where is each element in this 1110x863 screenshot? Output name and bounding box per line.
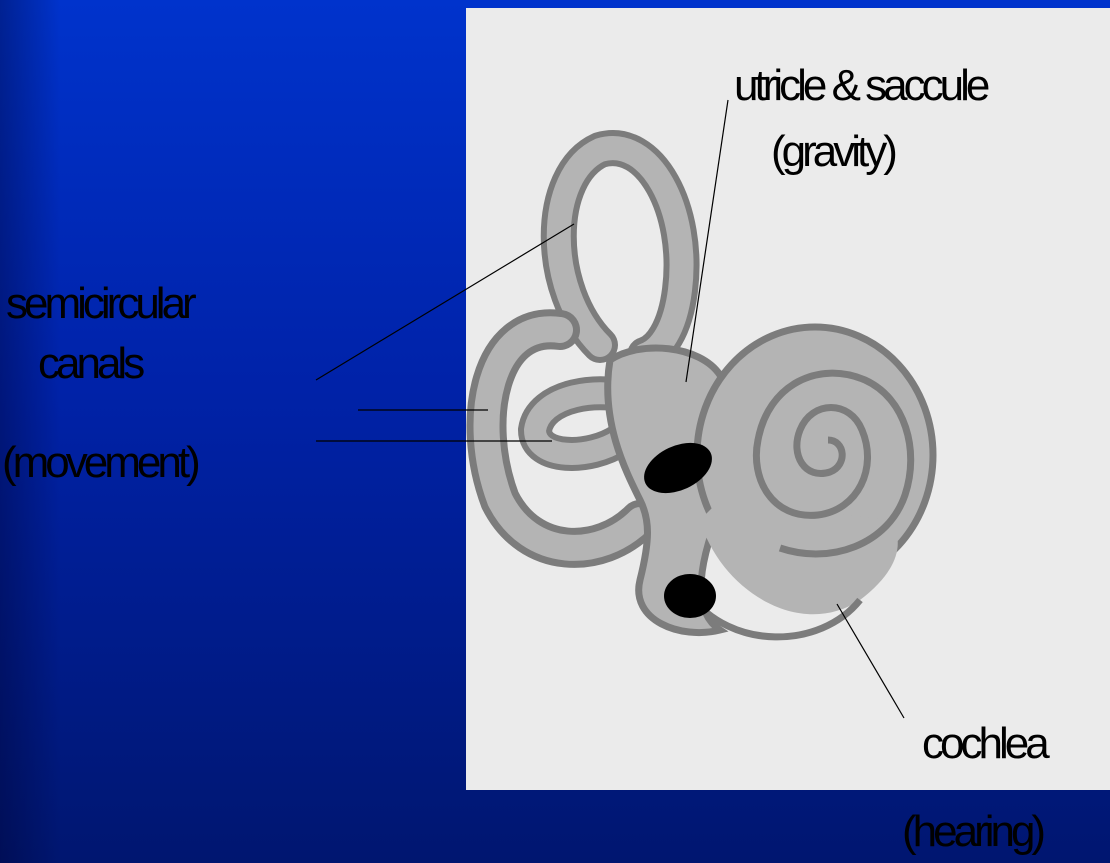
gravity-label: (gravity): [771, 130, 894, 174]
canals-label: canals: [38, 342, 141, 386]
leader-line-cochlea: [837, 604, 904, 718]
movement-label: (movement): [2, 441, 197, 485]
leader-line-canal-upper: [316, 224, 574, 380]
round-window: [664, 574, 716, 618]
semicircular-label: semicircular: [6, 282, 193, 326]
utricle-saccule-label: utricle & saccule: [734, 64, 986, 108]
cochlea-label: cochlea: [922, 722, 1046, 766]
hearing-label: (hearing): [902, 810, 1042, 854]
